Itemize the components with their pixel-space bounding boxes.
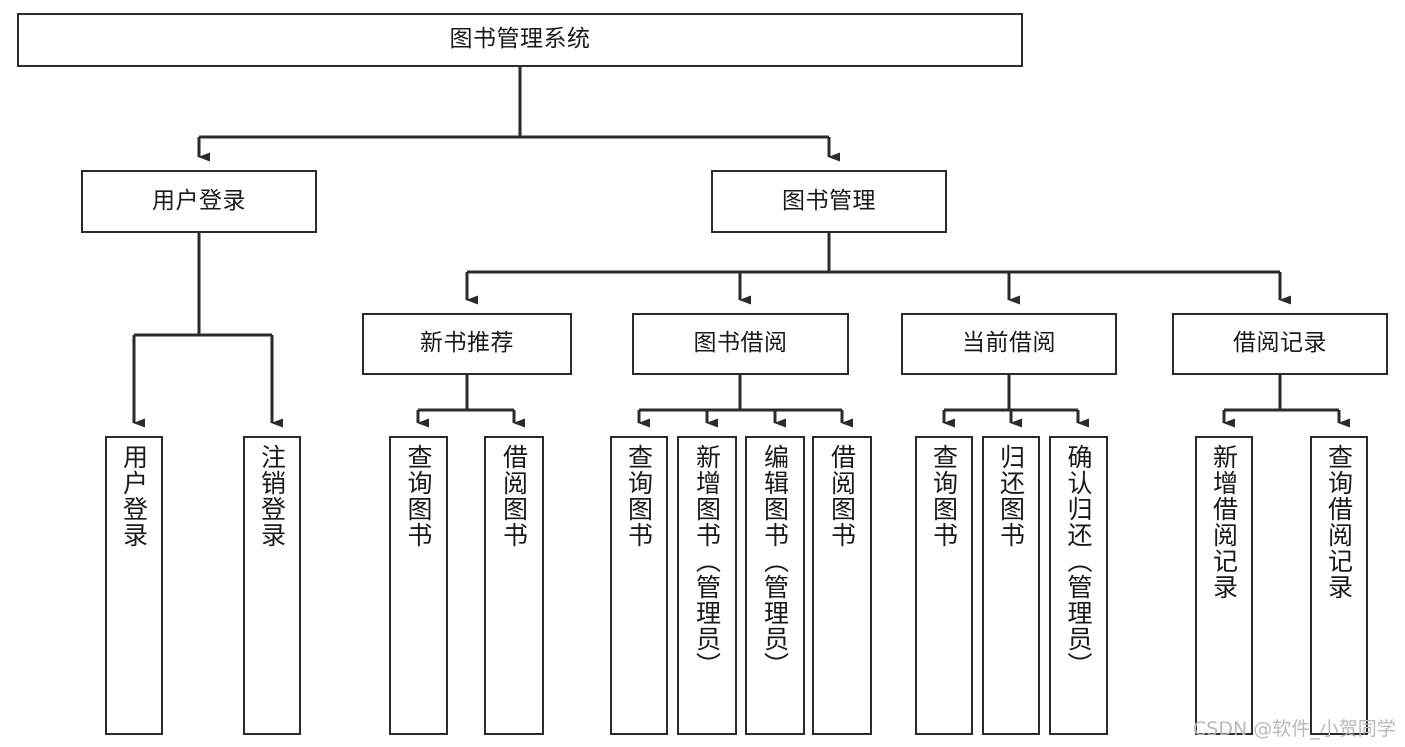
node-leaf-leaf-borrow-book-rec: 借阅图书 bbox=[484, 436, 544, 735]
node-label: 编辑图书（管理员） bbox=[760, 444, 790, 678]
node-label: 新增图书（管理员） bbox=[692, 444, 722, 678]
node-leaf-leaf-user-logout: 注销登录 bbox=[243, 436, 301, 735]
node-label: 用户登录 bbox=[119, 444, 149, 548]
node-l2-book-manage: 图书管理 bbox=[711, 170, 947, 233]
node-leaf-leaf-query-book-borrow: 查询图书 bbox=[610, 436, 668, 735]
node-label: 注销登录 bbox=[257, 444, 287, 548]
node-leaf-leaf-add-record: 新增借阅记录 bbox=[1195, 436, 1253, 735]
node-leaf-leaf-query-book-rec: 查询图书 bbox=[389, 436, 448, 735]
node-label: 新增借阅记录 bbox=[1209, 444, 1239, 600]
node-label: 借阅记录 bbox=[1233, 330, 1327, 357]
node-leaf-leaf-query-book-cur: 查询图书 bbox=[915, 436, 973, 735]
node-label: 查询借阅记录 bbox=[1324, 444, 1354, 600]
node-leaf-leaf-add-book: 新增图书（管理员） bbox=[677, 436, 737, 735]
node-label: 查询图书 bbox=[404, 444, 433, 548]
node-label: 新书推荐 bbox=[420, 330, 514, 357]
node-label: 查询图书 bbox=[624, 444, 654, 548]
node-leaf-leaf-borrow-book: 借阅图书 bbox=[812, 436, 872, 735]
node-root-root: 图书管理系统 bbox=[17, 13, 1023, 67]
node-leaf-leaf-return-book: 归还图书 bbox=[982, 436, 1040, 735]
node-leaf-leaf-query-record: 查询借阅记录 bbox=[1310, 436, 1368, 735]
node-label: 借阅图书 bbox=[827, 444, 857, 548]
node-leaf-leaf-user-login: 用户登录 bbox=[105, 436, 163, 735]
node-label: 当前借阅 bbox=[962, 330, 1056, 357]
node-leaf-leaf-edit-book: 编辑图书（管理员） bbox=[745, 436, 805, 735]
node-l2-user-login: 用户登录 bbox=[81, 170, 317, 233]
node-label: 图书借阅 bbox=[693, 330, 788, 357]
node-leaf-leaf-confirm-return: 确认归还（管理员） bbox=[1049, 436, 1108, 735]
node-l3-current-borrow: 当前借阅 bbox=[901, 313, 1117, 375]
node-label: 归还图书 bbox=[996, 444, 1026, 548]
node-label: 查询图书 bbox=[929, 444, 959, 548]
node-l3-book-borrow: 图书借阅 bbox=[632, 313, 849, 375]
node-label: 图书管理系统 bbox=[449, 26, 591, 53]
node-label: 确认归还（管理员） bbox=[1064, 444, 1093, 678]
node-l3-borrow-record: 借阅记录 bbox=[1172, 313, 1388, 375]
node-label: 借阅图书 bbox=[499, 444, 529, 548]
node-label: 用户登录 bbox=[152, 187, 246, 214]
node-l3-new-book-rec: 新书推荐 bbox=[362, 313, 572, 375]
node-label: 图书管理 bbox=[782, 187, 876, 214]
